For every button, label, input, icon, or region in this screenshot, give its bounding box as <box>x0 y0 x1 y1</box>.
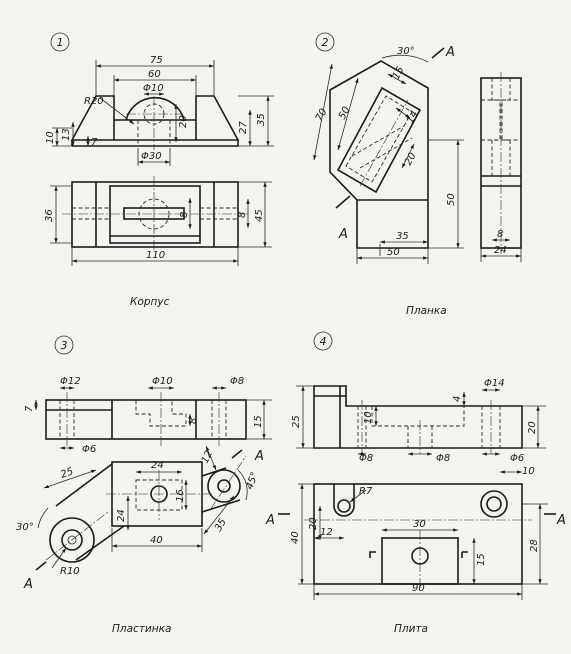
dim-50-bottom: 50 <box>387 247 400 258</box>
dim-40: 40 <box>150 535 163 546</box>
dim-36: 36 <box>44 209 55 222</box>
svg-text:2: 2 <box>322 36 329 49</box>
drawing-3-number-badge: 3 <box>54 335 74 355</box>
dim-35: 35 <box>256 113 267 126</box>
dim-45deg: 45° <box>244 471 260 491</box>
drawing-2-front-view: A A <box>329 45 455 249</box>
dim-10-top: 10 <box>522 466 535 477</box>
dim-8: 8 <box>497 229 503 240</box>
drawing-4-top-view: A A <box>265 483 566 590</box>
dim-r10: R10 <box>60 566 80 577</box>
section-letter-a-bottom: A <box>23 577 33 592</box>
dim-r7: R7 <box>359 486 373 497</box>
dim-10: 10 <box>45 131 56 144</box>
dim-15: 15 <box>476 553 487 566</box>
drawing-4-dimensions: Φ14 4 25 10 20 Φ8 Φ8 Φ6 10 R7 30 <box>290 378 548 600</box>
dim-7: 7 <box>24 405 35 412</box>
drawing-1-front-view <box>70 95 240 150</box>
caption-planka: Планка <box>406 305 447 317</box>
dim-13: 13 <box>61 128 72 141</box>
dim-75: 75 <box>150 55 163 66</box>
drawing-1-korpus: 1 <box>44 32 274 308</box>
drawing-3-top-view: A A <box>23 449 264 592</box>
dim-30deg: 30° <box>16 522 34 533</box>
dim-27: 27 <box>238 121 249 134</box>
dim-8a: 8 <box>179 212 190 218</box>
dim-30deg: 30° <box>397 46 415 57</box>
drawing-2-planka: 2 A A 30° <box>313 32 522 317</box>
dim-60: 60 <box>148 69 161 80</box>
dim-phi8-mid: Φ8 <box>436 453 450 464</box>
dim-90: 90 <box>412 583 425 594</box>
svg-text:3: 3 <box>61 339 68 352</box>
dim-phi6: Φ6 <box>510 453 524 464</box>
drawing-1-number-badge: 1 <box>50 32 70 52</box>
dim-phi10: Φ10 <box>152 376 173 387</box>
drawing-2-number-badge: 2 <box>315 32 335 52</box>
section-letter-a-bottom: A <box>338 227 348 242</box>
drawing-1-dimensions: 75 60 Φ10 R20 20 27 35 10 13 7 <box>44 55 274 266</box>
drawing-1-top-view <box>62 176 248 252</box>
dim-24: 24 <box>494 245 507 256</box>
dim-10: 10 <box>363 411 374 424</box>
dim-40: 40 <box>290 531 301 544</box>
drawing-2-dimensions: 30° 15 70 50 14 20 50 35 50 8 <box>313 46 522 264</box>
dim-8: 8 <box>188 418 199 424</box>
dim-28: 28 <box>529 539 540 552</box>
dim-24-top: 24 <box>151 460 164 471</box>
drawing-2-side-view <box>480 72 522 254</box>
dim-phi10: Φ10 <box>143 83 164 94</box>
dim-phi8-left: Φ8 <box>359 453 373 464</box>
dim-15: 15 <box>391 65 407 81</box>
svg-text:1: 1 <box>57 36 64 49</box>
dim-phi30: Φ30 <box>141 151 162 162</box>
dim-12: 12 <box>200 449 215 465</box>
dim-20: 20 <box>403 151 419 167</box>
dim-phi12: Φ12 <box>60 376 81 387</box>
section-letter-a-left: A <box>265 513 275 528</box>
dim-110: 110 <box>146 250 165 261</box>
dim-16: 16 <box>175 489 186 502</box>
section-letter-a-right: A <box>556 513 566 528</box>
dim-30: 30 <box>413 519 426 530</box>
drawing-3-front-view <box>45 392 247 446</box>
dim-20-right: 20 <box>527 421 538 434</box>
dim-4: 4 <box>452 396 463 402</box>
dim-20-left: 20 <box>308 517 319 530</box>
drawing-3-dimensions: Φ12 Φ10 Φ8 7 8 15 Φ6 25 24 12 45° 16 <box>16 376 272 577</box>
dim-25: 25 <box>291 415 302 428</box>
dim-15: 15 <box>253 415 264 428</box>
svg-text:4: 4 <box>320 335 327 348</box>
dim-8b: 8 <box>237 212 248 218</box>
dim-25: 25 <box>59 466 75 481</box>
dim-20: 20 <box>178 115 189 128</box>
dim-70: 70 <box>314 107 330 123</box>
dim-phi8: Φ8 <box>230 376 244 387</box>
dim-24-left: 24 <box>116 509 127 522</box>
dim-50-vertical: 50 <box>446 193 457 206</box>
dim-phi14: Φ14 <box>484 378 505 389</box>
dim-50a: 50 <box>337 105 353 121</box>
section-letter-a-top: A <box>254 449 264 464</box>
dim-7: 7 <box>91 137 98 148</box>
dim-14: 14 <box>405 109 421 125</box>
dim-45: 45 <box>254 209 265 222</box>
caption-korpus: Корпус <box>130 296 170 308</box>
dim-12: 12 <box>320 527 333 538</box>
section-letter-a-top: A <box>445 45 455 60</box>
drawing-4-front-view <box>313 385 523 454</box>
dim-phi6: Φ6 <box>82 444 96 455</box>
drawing-4-number-badge: 4 <box>313 331 333 351</box>
drawing-4-plita: 4 <box>265 331 566 635</box>
drawing-3-plastinka: 3 <box>16 335 272 635</box>
caption-plita: Плита <box>394 623 428 635</box>
dim-r20: R20 <box>84 96 104 107</box>
caption-plastinka: Пластинка <box>112 623 171 635</box>
dim-35: 35 <box>396 231 409 242</box>
